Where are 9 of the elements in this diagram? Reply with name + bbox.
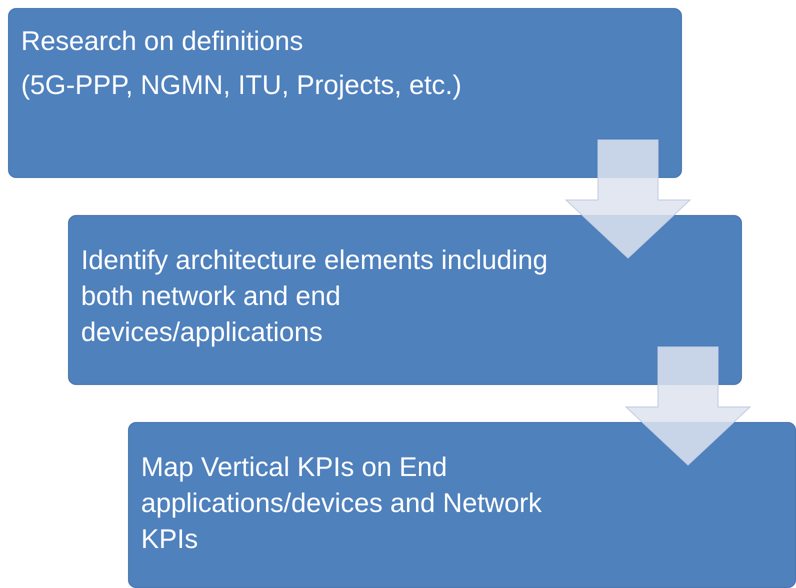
box-text: (5G-PPP, NGMN, ITU, Projects, etc.) <box>21 69 463 102</box>
process-box <box>8 8 682 178</box>
box-text: Research on definitions <box>21 25 304 58</box>
process-box <box>68 215 742 385</box>
block-arrow <box>624 346 752 466</box>
process-box <box>128 422 796 588</box>
box-text: Identify architecture elements including both network and end devices/applications <box>81 244 549 349</box>
box-text: Map Vertical KPIs on End applications/devices and Network KPIs <box>141 451 543 556</box>
block-arrow <box>564 140 692 259</box>
